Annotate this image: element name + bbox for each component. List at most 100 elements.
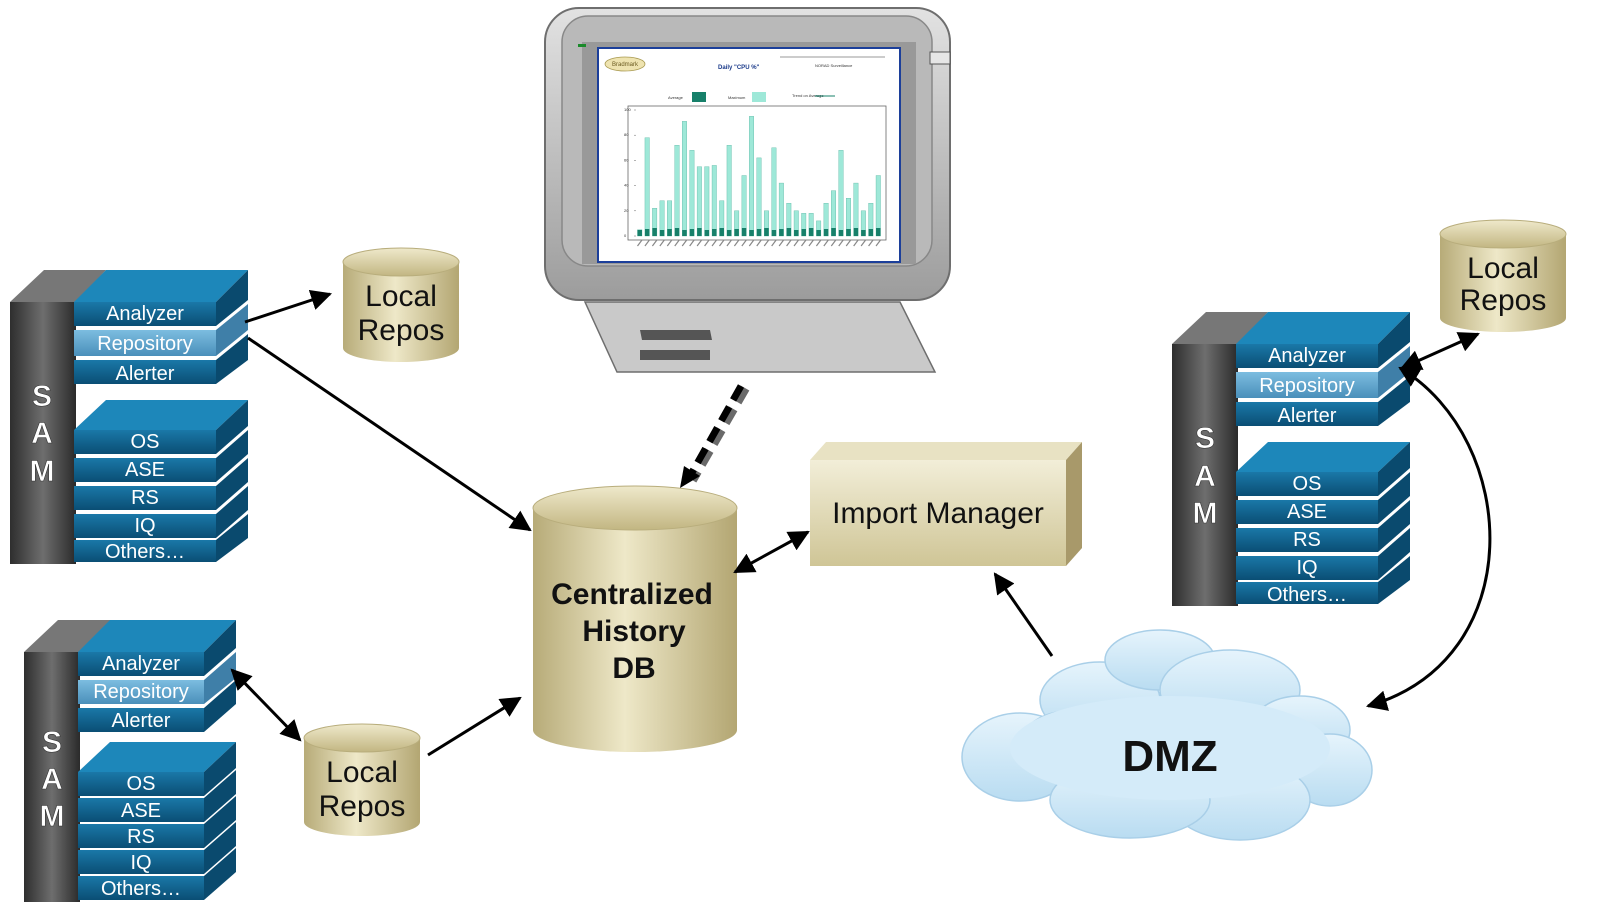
sam-letter: M xyxy=(1193,497,1218,530)
tier-alerter: Alerter xyxy=(74,334,248,385)
report-avg-bar xyxy=(644,229,650,236)
report-avg-bar xyxy=(682,230,687,236)
report-x-axis xyxy=(637,239,881,247)
report-avg-bar xyxy=(876,228,881,236)
report-bar xyxy=(771,147,777,237)
tier-iq: IQ xyxy=(74,486,248,538)
report-x-label xyxy=(637,239,643,247)
report-x-label xyxy=(756,239,762,247)
report-avg-bar xyxy=(689,229,695,236)
report-x-label xyxy=(860,239,867,247)
report-avg-bar xyxy=(861,230,866,236)
central-db-label: DB xyxy=(612,652,655,685)
report-bar xyxy=(726,145,732,237)
report-x-label xyxy=(830,239,837,247)
tier-label-analyzer: Analyzer xyxy=(102,653,180,675)
report-avg-bar xyxy=(831,228,836,236)
tier-label-ase: ASE xyxy=(125,459,165,481)
central-db-label: History xyxy=(582,615,686,648)
tier-label-iq: IQ xyxy=(1296,557,1317,579)
tier-label-os: OS xyxy=(127,773,156,795)
report-avg-bar xyxy=(749,230,754,236)
centralized-history-db: Centralized History DB xyxy=(532,485,738,752)
report-x-label xyxy=(674,239,680,247)
local-repos-label: Repos xyxy=(319,790,406,823)
tier-analyzer: Analyzer xyxy=(1236,312,1410,368)
tier-ase: ASE xyxy=(74,430,248,482)
arrow-monitor-head xyxy=(680,466,700,488)
local-repos-left-top: Local Repos xyxy=(342,247,460,362)
tier-repository: Repository xyxy=(78,652,236,704)
local-repos-label: Repos xyxy=(358,314,445,347)
report-x-label xyxy=(763,239,770,247)
report-x-label xyxy=(815,239,822,247)
report-x-label xyxy=(823,239,829,247)
report-avg-bar xyxy=(816,230,821,236)
arrow-sam-to-central xyxy=(247,336,532,532)
import-manager-box: Import Manager xyxy=(810,442,1082,566)
report-x-label xyxy=(644,239,650,247)
report-x-label xyxy=(778,239,785,247)
tier-label-rs: RS xyxy=(1293,529,1321,551)
central-db-label: Centralized xyxy=(551,578,713,611)
report-bar xyxy=(711,165,717,237)
report-x-label xyxy=(711,239,717,247)
tier-rs: RS xyxy=(78,796,236,848)
report-x-label xyxy=(659,239,665,247)
report-x-label xyxy=(771,239,777,247)
local-repos-label: Local xyxy=(1467,252,1539,285)
report-x-label xyxy=(868,239,874,247)
sam-bar xyxy=(1172,344,1238,606)
report-logo-text: Bradmark xyxy=(612,62,639,68)
tier-label-others: Others… xyxy=(105,541,185,563)
tier-label-rs: RS xyxy=(127,826,155,848)
local-repos-label: Repos xyxy=(1460,284,1547,317)
tier-label-ase: ASE xyxy=(1287,501,1327,523)
report-avg-bar xyxy=(712,229,717,236)
tier-label-others: Others… xyxy=(101,878,181,900)
report-avg-bar xyxy=(794,230,799,236)
report-bar xyxy=(704,166,710,237)
tier-label-alerter: Alerter xyxy=(1278,405,1337,427)
sam-bar xyxy=(24,652,80,902)
arrow-repo-to-local xyxy=(244,289,332,324)
sam-stack-left-bottom: S A M Analyzer Repository Alerter OS xyxy=(24,620,236,902)
report-x-label xyxy=(704,239,710,247)
arrow-right-repo-local xyxy=(1400,332,1480,370)
report-x-label xyxy=(666,239,673,247)
tier-repository: Repository xyxy=(74,304,248,356)
import-manager-label: Import Manager xyxy=(832,497,1044,530)
tier-label-os: OS xyxy=(1293,473,1322,495)
report-x-label xyxy=(838,239,844,247)
report-bars xyxy=(637,116,881,237)
report-avg-bar xyxy=(667,229,672,236)
sam-letter: A xyxy=(41,763,63,796)
monitor-base xyxy=(583,301,937,373)
sam-bar xyxy=(10,302,76,564)
report-avg-bar xyxy=(808,228,814,236)
tier-label-ase: ASE xyxy=(121,800,161,822)
local-repos-right: Local Repos xyxy=(1439,219,1567,332)
report-avg-bar xyxy=(697,228,702,236)
monitor: Bradmark Daily "CPU %" NORAD Surveillanc… xyxy=(544,7,951,373)
report-x-label xyxy=(719,239,725,247)
report-avg-bar xyxy=(838,230,844,236)
report-avg-bar xyxy=(764,228,769,236)
tier-label-others: Others… xyxy=(1267,584,1347,606)
report-avg-bar xyxy=(726,230,732,236)
report-x-label xyxy=(681,239,688,247)
sam-letter: S xyxy=(42,726,62,759)
report-x-label xyxy=(845,239,852,247)
report-avg-bar xyxy=(652,228,657,236)
report-legend-maximum: Maximum xyxy=(728,95,746,100)
report-bar xyxy=(838,150,844,237)
tier-rs: RS xyxy=(74,458,248,510)
tier-others: Others… xyxy=(74,514,248,563)
sam-letter: M xyxy=(30,455,55,488)
tier-os: OS xyxy=(1236,442,1410,496)
arrow-local-to-central xyxy=(427,696,522,757)
sam-letter: S xyxy=(32,380,52,413)
tier-analyzer: Analyzer xyxy=(78,620,236,676)
